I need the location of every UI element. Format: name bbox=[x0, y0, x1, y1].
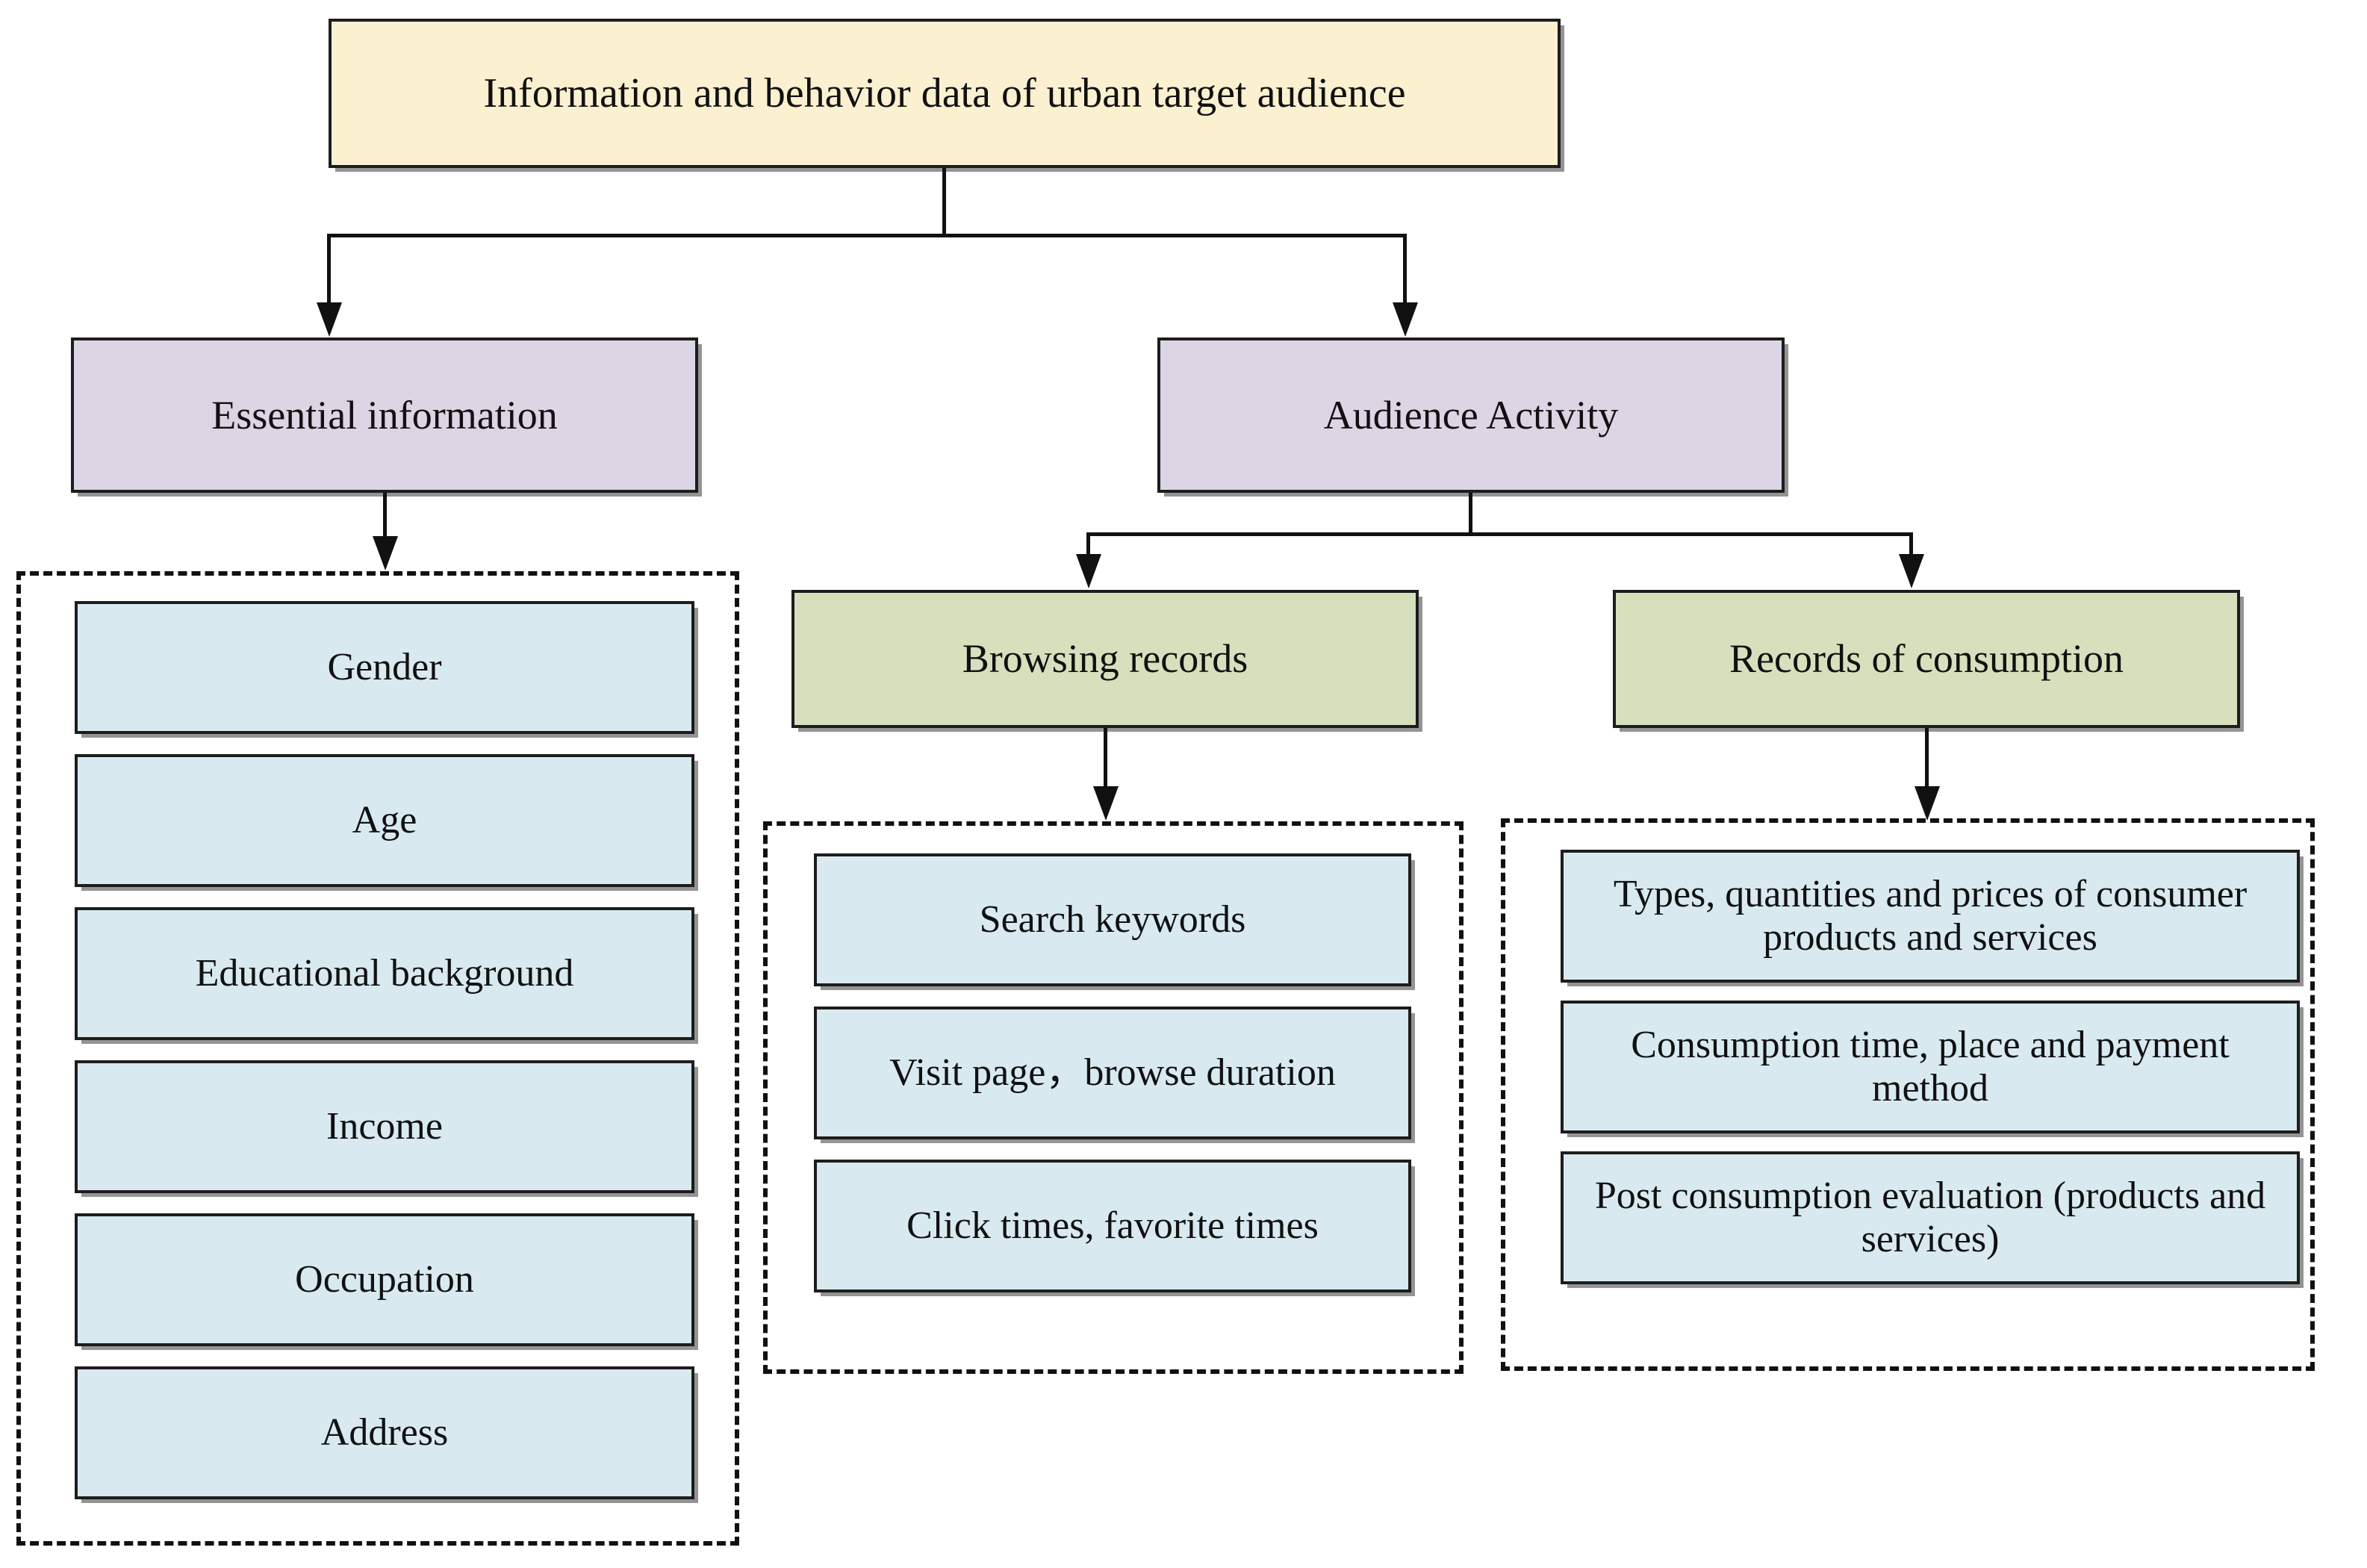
group-browsing-records bbox=[763, 821, 1464, 1374]
connector-audience-to-browsing bbox=[1086, 532, 1090, 556]
connector-audience-to-consumption bbox=[1909, 532, 1913, 556]
node-records-of-consumption-label: Records of consumption bbox=[1729, 636, 2124, 682]
connector-root-to-audience bbox=[1403, 234, 1407, 305]
node-root: Information and behavior data of urban t… bbox=[329, 19, 1561, 168]
leaf-occupation: Occupation bbox=[75, 1213, 694, 1346]
node-essential-information: Essential information bbox=[71, 337, 698, 493]
leaf-educational-background: Educational background bbox=[75, 907, 694, 1040]
arrowhead-to-browsing-group bbox=[1093, 786, 1119, 821]
node-essential-information-label: Essential information bbox=[211, 392, 558, 438]
leaf-post-consumption-evaluation-label: Post consumption evaluation (products an… bbox=[1594, 1174, 2266, 1260]
connector-essential-to-group bbox=[383, 493, 387, 539]
node-root-label: Information and behavior data of urban t… bbox=[483, 69, 1406, 116]
node-audience-activity-label: Audience Activity bbox=[1323, 392, 1619, 438]
leaf-address: Address bbox=[75, 1366, 694, 1499]
leaf-income-label: Income bbox=[326, 1104, 443, 1148]
leaf-click-times-favorite-times-label: Click times, favorite times bbox=[906, 1204, 1319, 1247]
leaf-educational-background-label: Educational background bbox=[195, 951, 574, 995]
leaf-types-quantities-prices: Types, quantities and prices of consumer… bbox=[1561, 850, 2300, 983]
leaf-occupation-label: Occupation bbox=[295, 1257, 474, 1301]
group-essential-information bbox=[16, 571, 739, 1546]
leaf-gender: Gender bbox=[75, 601, 694, 734]
node-browsing-records: Browsing records bbox=[791, 590, 1419, 728]
connector-consumption-to-group bbox=[1925, 728, 1929, 789]
leaf-address-label: Address bbox=[320, 1410, 449, 1454]
connector-audience-splitter bbox=[1086, 532, 1913, 536]
connector-audience-stem bbox=[1469, 493, 1472, 534]
connector-root-to-essential bbox=[327, 234, 331, 305]
connector-browsing-to-group bbox=[1104, 728, 1107, 789]
leaf-age-label: Age bbox=[352, 798, 417, 841]
arrowhead-to-essential-group bbox=[373, 536, 398, 570]
leaf-search-keywords: Search keywords bbox=[814, 853, 1411, 986]
leaf-visit-page-browse-duration-label: Visit page，browse duration bbox=[889, 1051, 1336, 1094]
node-records-of-consumption: Records of consumption bbox=[1613, 590, 2240, 728]
leaf-gender-label: Gender bbox=[327, 645, 442, 688]
leaf-search-keywords-label: Search keywords bbox=[979, 897, 1246, 941]
arrowhead-to-essential bbox=[317, 302, 342, 337]
leaf-types-quantities-prices-label: Types, quantities and prices of consumer… bbox=[1613, 872, 2248, 959]
leaf-age: Age bbox=[75, 754, 694, 887]
arrowhead-to-browsing-records bbox=[1076, 554, 1101, 588]
leaf-post-consumption-evaluation: Post consumption evaluation (products an… bbox=[1561, 1151, 2300, 1284]
leaf-click-times-favorite-times: Click times, favorite times bbox=[814, 1160, 1411, 1292]
connector-root-splitter bbox=[327, 234, 1407, 237]
node-browsing-records-label: Browsing records bbox=[962, 636, 1248, 682]
arrowhead-to-records-of-consumption bbox=[1899, 554, 1924, 588]
leaf-visit-page-browse-duration: Visit page，browse duration bbox=[814, 1007, 1411, 1139]
leaf-income: Income bbox=[75, 1060, 694, 1193]
connector-root-stem bbox=[942, 168, 946, 237]
arrowhead-to-audience bbox=[1393, 302, 1418, 337]
node-audience-activity: Audience Activity bbox=[1157, 337, 1785, 493]
arrowhead-to-consumption-group bbox=[1915, 786, 1940, 821]
group-records-of-consumption bbox=[1501, 818, 2315, 1371]
leaf-consumption-time-place-payment: Consumption time, place and payment meth… bbox=[1561, 1001, 2300, 1133]
leaf-consumption-time-place-payment-label: Consumption time, place and payment meth… bbox=[1631, 1023, 2230, 1110]
